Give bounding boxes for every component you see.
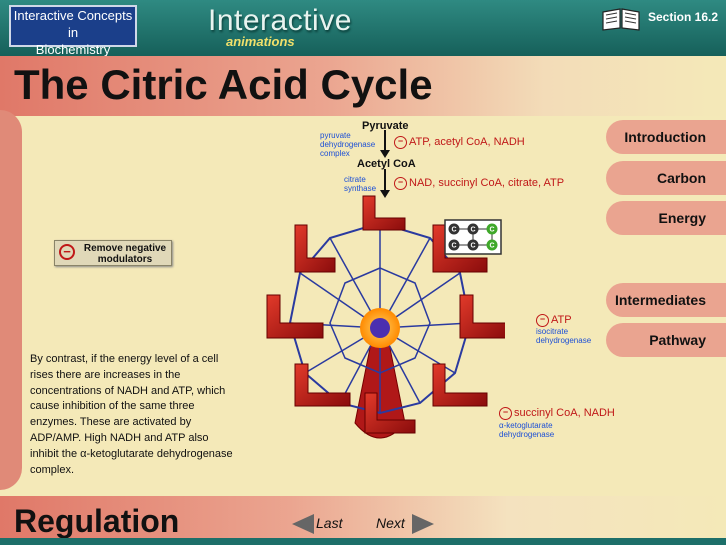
citrate-synthase-label: citrate synthase — [344, 175, 377, 193]
tab-pathway[interactable]: Pathway — [606, 323, 726, 357]
wheel-cars — [266, 195, 505, 434]
last-arrow-icon[interactable] — [292, 514, 314, 534]
page-title: The Citric Acid Cycle — [14, 61, 433, 108]
book-icon[interactable] — [601, 6, 641, 32]
ferris-wheel-diagram — [266, 195, 505, 439]
brand-line2: Biochemistry — [35, 42, 111, 57]
akg-modulators: −succinyl CoA, NADH — [499, 407, 615, 420]
inhibitor-icon: − — [536, 314, 549, 327]
next-arrow-icon[interactable] — [412, 514, 434, 534]
acetyl-coa-label: Acetyl CoA — [357, 158, 416, 170]
tab-carbon[interactable]: Carbon — [606, 161, 726, 195]
idh-label: isocitrate dehydrogenase — [536, 327, 592, 345]
brand-line1: Interactive Concepts in — [13, 8, 133, 40]
minus-icon: − — [59, 244, 75, 260]
pyruvate-label: Pyruvate — [362, 120, 409, 132]
section-number: Section 16.2 — [648, 10, 719, 24]
carbon-label: C — [489, 227, 494, 234]
idh-modulators: −ATP — [536, 314, 572, 327]
content-panel — [0, 56, 726, 545]
next-button[interactable]: Next — [376, 515, 405, 531]
carbon-circles — [448, 223, 498, 251]
carbon-label: C — [451, 243, 456, 250]
carbon-atoms-box: C C C C C C — [444, 219, 502, 255]
inhibitor-icon: − — [394, 136, 407, 149]
wheel-hub — [370, 318, 390, 338]
description-text: By contrast, if the energy level of a ce… — [30, 353, 233, 476]
page-subtitle: Regulation — [14, 503, 180, 539]
bottom-band — [0, 496, 726, 545]
pdh-complex-label: pyruvate dehydrogenase complex — [320, 131, 376, 158]
cs-modulators-text: NAD, succinyl CoA, citrate, ATP — [409, 177, 565, 189]
inhibitor-icon: − — [499, 407, 512, 420]
brand-logo: Interactive Concepts in Biochemistry — [9, 5, 137, 57]
tab-energy[interactable]: Energy — [606, 201, 726, 235]
animations-logo: animations — [226, 34, 295, 49]
pdh-modulators-text: ATP, acetyl CoA, NADH — [409, 136, 525, 148]
tab-intermediates[interactable]: Intermediates — [606, 283, 726, 317]
bottom-strip — [0, 538, 726, 545]
interactive-logo: Interactive — [208, 4, 352, 37]
pdh-modulators: −ATP, acetyl CoA, NADH — [394, 136, 525, 149]
inhibitor-icon: − — [394, 177, 407, 190]
remove-modulators-button[interactable]: − Remove negative modulators — [54, 240, 172, 266]
carbon-label: C — [489, 243, 494, 250]
cs-modulators: −NAD, succinyl CoA, citrate, ATP — [394, 177, 564, 190]
tab-introduction[interactable]: Introduction — [606, 120, 726, 154]
last-button[interactable]: Last — [316, 515, 343, 531]
akg-modulators-text: succinyl CoA, NADH — [514, 407, 615, 419]
carbon-label: C — [470, 227, 475, 234]
remove-modulators-label: Remove negative modulators — [83, 243, 167, 265]
left-decoration — [0, 110, 22, 490]
akg-dh-label: α-ketoglutarate dehydrogenase — [499, 421, 555, 439]
carbon-label: C — [470, 243, 475, 250]
title-band — [0, 56, 726, 116]
idh-modulators-text: ATP — [551, 314, 572, 326]
carbon-label: C — [451, 227, 456, 234]
